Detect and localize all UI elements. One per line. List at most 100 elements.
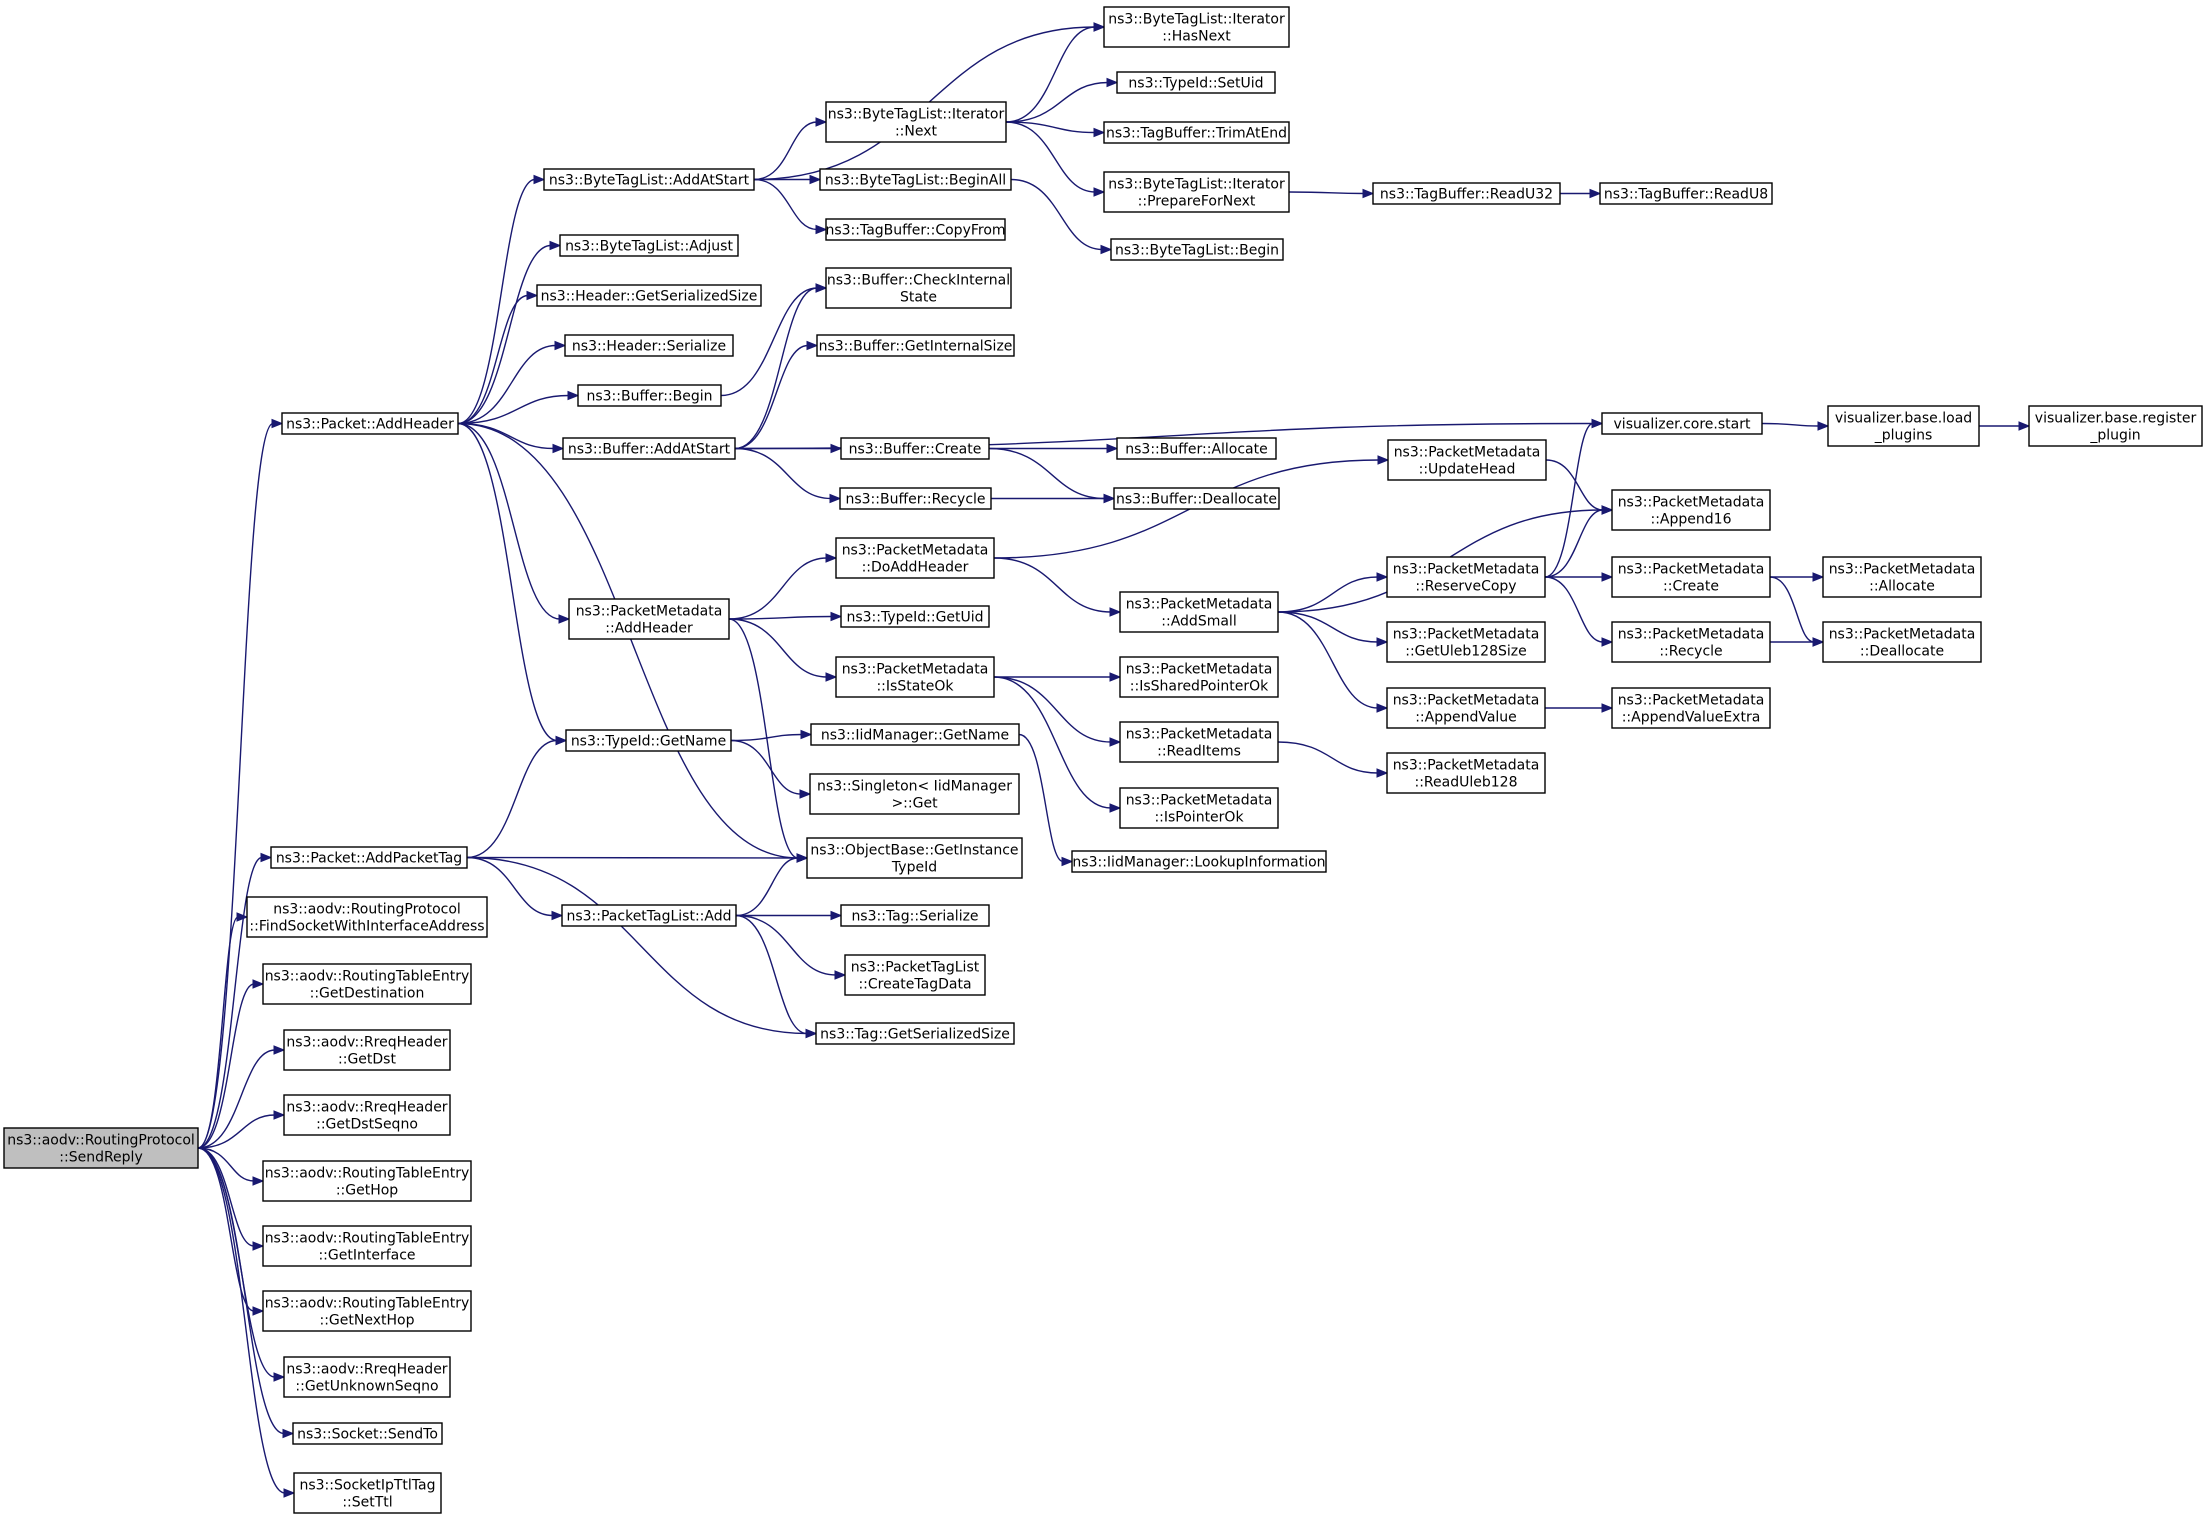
node-pm_deallocate[interactable]: ns3::PacketMetadata::Deallocate [1822,621,1982,663]
node-pm_create[interactable]: ns3::PacketMetadata::Create [1611,556,1771,598]
node-typeid_getuid[interactable]: ns3::TypeId::GetUid [840,605,990,628]
node-tagbuffer_trimatend[interactable]: ns3::TagBuffer::TrimAtEnd [1103,121,1290,144]
node-box[interactable] [815,1022,1015,1045]
node-box[interactable] [819,168,1012,191]
node-box[interactable] [1611,556,1771,598]
node-box[interactable] [809,773,1020,815]
node-box[interactable] [1611,687,1771,729]
node-btl_beginall[interactable]: ns3::ByteTagList::BeginAll [819,168,1012,191]
node-tagbuffer_readu32[interactable]: ns3::TagBuffer::ReadU32 [1372,182,1561,205]
node-buffer_deallocate[interactable]: ns3::Buffer::Deallocate [1113,487,1280,510]
node-box[interactable] [810,723,1020,746]
node-box[interactable] [262,1225,472,1267]
node-box[interactable] [1110,238,1284,261]
node-pm_allocate[interactable]: ns3::PacketMetadata::Allocate [1822,556,1982,598]
node-btl_iter_hasnext[interactable]: ns3::ByteTagList::Iterator::HasNext [1103,6,1290,48]
node-pm_updatehead[interactable]: ns3::PacketMetadata::UpdateHead [1387,439,1547,481]
node-box[interactable] [1386,687,1546,729]
node-box[interactable] [1387,439,1547,481]
node-pm_appendvalueextra[interactable]: ns3::PacketMetadata::AppendValueExtra [1611,687,1771,729]
node-box[interactable] [561,904,737,927]
node-header_getserializedsize[interactable]: ns3::Header::GetSerializedSize [536,284,762,307]
node-pm_isstateok[interactable]: ns3::PacketMetadata::IsStateOk [835,656,995,698]
node-pm_getuleb128size[interactable]: ns3::PacketMetadata::GetUleb128Size [1386,621,1546,663]
node-box[interactable] [1599,182,1773,205]
node-tag_getserializedsize[interactable]: ns3::Tag::GetSerializedSize [815,1022,1015,1045]
node-visualizer_base_register_plugin[interactable]: visualizer.base.register_plugin [2028,405,2203,447]
node-rreq_getdst[interactable]: ns3::aodv::RreqHeader::GetDst [283,1029,451,1071]
node-box[interactable] [1119,591,1279,633]
node-tag_serialize[interactable]: ns3::Tag::Serialize [840,904,990,927]
node-rreq_getdstseqno[interactable]: ns3::aodv::RreqHeader::GetDstSeqno [283,1094,451,1136]
node-rreq_getunknown[interactable]: ns3::aodv::RreqHeader::GetUnknownSeqno [283,1356,451,1398]
node-btl_addatstart[interactable]: ns3::ByteTagList::AddAtStart [543,168,755,191]
node-sendreply[interactable]: ns3::aodv::RoutingProtocol::SendReply [3,1127,199,1169]
node-pm_append16[interactable]: ns3::PacketMetadata::Append16 [1611,489,1771,531]
node-pm_doaddheader[interactable]: ns3::PacketMetadata::DoAddHeader [835,537,995,579]
node-box[interactable] [1386,752,1546,794]
node-box[interactable] [840,437,990,460]
node-socketipttltag_setttl[interactable]: ns3::SocketIpTtlTag::SetTtl [293,1472,442,1514]
node-buffer_addatstart[interactable]: ns3::Buffer::AddAtStart [562,437,736,460]
node-btl_iter_next[interactable]: ns3::ByteTagList::Iterator::Next [825,101,1007,143]
node-box[interactable] [1119,656,1279,698]
node-visualizer_core_start[interactable]: visualizer.core.start [1601,412,1763,435]
node-box[interactable] [1372,182,1561,205]
node-iidmanager_lookupinformation[interactable]: ns3::IidManager::LookupInformation [1071,850,1327,873]
node-pm_reservecopy[interactable]: ns3::PacketMetadata::ReserveCopy [1386,556,1546,598]
node-header_serialize[interactable]: ns3::Header::Serialize [564,334,734,357]
node-box[interactable] [839,487,992,510]
node-pm_appendvalue[interactable]: ns3::PacketMetadata::AppendValue [1386,687,1546,729]
node-box[interactable] [835,537,995,579]
node-ptl_createtagdata[interactable]: ns3::PacketTagList::CreateTagData [844,954,986,996]
node-box[interactable] [3,1127,199,1169]
node-box[interactable] [292,1422,443,1445]
node-pm_readuleb128[interactable]: ns3::PacketMetadata::ReadUleb128 [1386,752,1546,794]
node-buffer_allocate[interactable]: ns3::Buffer::Allocate [1116,437,1277,460]
node-box[interactable] [577,384,722,407]
node-box[interactable] [825,218,1006,241]
node-buffer_recycle[interactable]: ns3::Buffer::Recycle [839,487,992,510]
node-box[interactable] [565,729,732,752]
node-box[interactable] [568,598,730,640]
node-box[interactable] [1119,787,1279,829]
node-pm_readitems[interactable]: ns3::PacketMetadata::ReadItems [1119,721,1279,763]
node-rte_getdest[interactable]: ns3::aodv::RoutingTableEntry::GetDestina… [262,963,472,1005]
node-box[interactable] [1071,850,1327,873]
node-typeid_setuid[interactable]: ns3::TypeId::SetUid [1116,71,1276,94]
node-buffer_getinternalsize[interactable]: ns3::Buffer::GetInternalSize [816,334,1015,357]
node-box[interactable] [562,437,736,460]
node-btl_iter_prepare[interactable]: ns3::ByteTagList::Iterator::PrepareForNe… [1103,171,1290,213]
node-pm_ispointerok[interactable]: ns3::PacketMetadata::IsPointerOk [1119,787,1279,829]
node-iidmanager_getname[interactable]: ns3::IidManager::GetName [810,723,1020,746]
node-socket_sendto[interactable]: ns3::Socket::SendTo [292,1422,443,1445]
node-tagbuffer_readu8[interactable]: ns3::TagBuffer::ReadU8 [1599,182,1773,205]
node-box[interactable] [806,837,1023,879]
node-rte_gethop[interactable]: ns3::aodv::RoutingTableEntry::GetHop [262,1160,472,1202]
node-btl_begin[interactable]: ns3::ByteTagList::Begin [1110,238,1284,261]
node-pkt_addpackettag[interactable]: ns3::Packet::AddPacketTag [270,846,468,869]
node-box[interactable] [543,168,755,191]
node-box[interactable] [844,954,986,996]
node-box[interactable] [1827,405,1980,447]
node-buffer_create[interactable]: ns3::Buffer::Create [840,437,990,460]
node-box[interactable] [1822,556,1982,598]
node-rte_getnexthop[interactable]: ns3::aodv::RoutingTableEntry::GetNextHop [262,1290,472,1332]
node-box[interactable] [1601,412,1763,435]
node-box[interactable] [1386,556,1546,598]
node-box[interactable] [1119,721,1279,763]
node-box[interactable] [564,334,734,357]
node-box[interactable] [559,234,739,257]
node-box[interactable] [825,267,1012,309]
node-box[interactable] [283,1029,451,1071]
node-visualizer_base_load_plugins[interactable]: visualizer.base.load_plugins [1827,405,1980,447]
node-box[interactable] [283,1094,451,1136]
node-box[interactable] [1103,171,1290,213]
node-buffer_begin[interactable]: ns3::Buffer::Begin [577,384,722,407]
node-box[interactable] [1822,621,1982,663]
node-box[interactable] [816,334,1015,357]
node-pm_addsmall[interactable]: ns3::PacketMetadata::AddSmall [1119,591,1279,633]
node-box[interactable] [270,846,468,869]
node-box[interactable] [1103,6,1290,48]
